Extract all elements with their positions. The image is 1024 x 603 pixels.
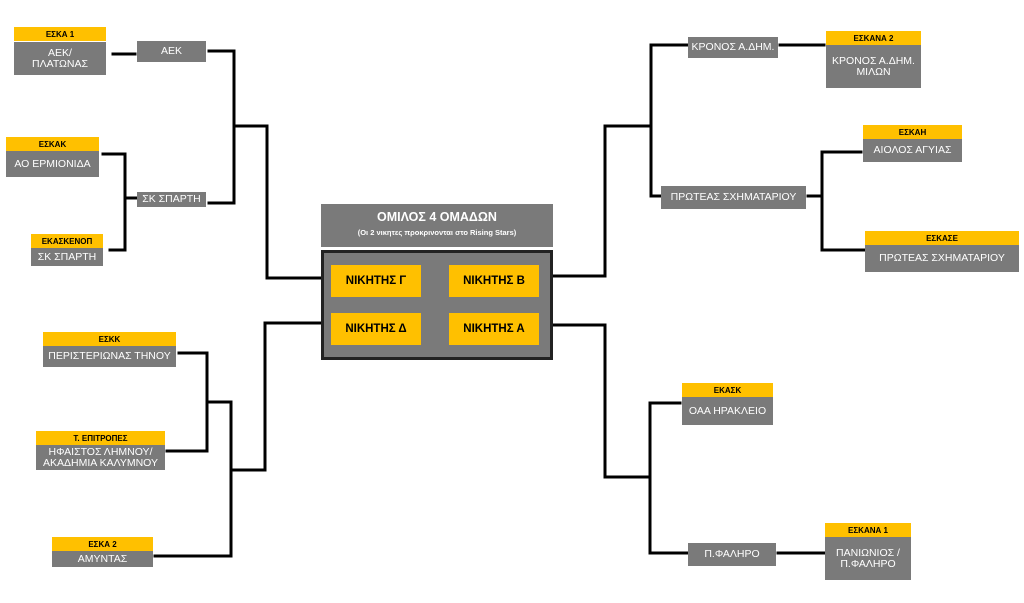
right-e2-team: ΑΙΟΛΟΣ ΑΓΥΙΑΣ [863,139,962,162]
line-l-r-join [207,49,236,205]
right-e1-region: ΕΣΚΑΝΑ 2 [826,31,921,45]
left-e5-team-line1: ΗΦΑΙΣΤΟΣ ΛΗΜΝΟΥ/ [48,445,153,458]
left-e4-region: ΕΣΚΚ [43,332,176,346]
winner-b: ΝΙΚΗΤΗΣ Β [449,265,539,297]
winner-a: ΝΙΚΗΤΗΣ Α [449,313,539,345]
line-r-to-center2 [551,323,652,479]
right-e2-region: ΕΣΚΑΗ [863,125,962,139]
left-e4-team: ΠΕΡΙΣΤΕΡΙΩΝΑΣ ΤΗΝΟΥ [43,346,176,367]
left-e1-team-line2: ΠΛΑΤΩΝΑΣ [32,57,88,70]
group-header: ΟΜΙΛΟΣ 4 ΟΜΑΔΩΝ (Οι 2 νικητες προκρινοντ… [321,204,553,247]
right-e1-team: ΚΡΟΝΟΣ Α.ΔΗΜ. ΜΙΛΩΝ [826,45,921,88]
left-e1-team-line1: ΑΕΚ/ [48,46,72,59]
right-e1-team-line2: ΜΙΛΩΝ [856,65,891,78]
left-e3-region: ΕΚΑΣΚΕΝΟΠ [31,234,103,248]
right-e3-team-line1: ΠΡΩΤΕΑΣ ΣΧΗΜΑΤΑΡΙΟΥ [879,252,1005,264]
line-r-to-center1 [551,124,653,278]
line-l-to-center2 [153,321,325,558]
left-e5-region: Τ. ΕΠΙΤΡΟΠΕΣ [36,431,165,445]
group-of-four: ΟΜΙΛΟΣ 4 ΟΜΑΔΩΝ (Οι 2 νικητες προκρινοντ… [321,204,553,360]
right-e5-team-line1: ΠΑΝΙΩΝΙΟΣ / [836,546,900,559]
left-e4-team-line1: ΠΕΡΙΣΤΕΡΙΩΝΑΣ ΤΗΝΟΥ [48,350,171,362]
right-e1-team-line1: ΚΡΟΝΟΣ Α.ΔΗΜ. [832,54,915,67]
group-body: ΝΙΚΗΤΗΣ Γ ΝΙΚΗΤΗΣ Β ΝΙΚΗΤΗΣ Δ ΝΙΚΗΤΗΣ Α [321,250,553,360]
line-l-e2 [101,152,127,252]
group-subtitle: (Οι 2 νικητες προκρινονται στο Rising St… [357,228,517,237]
left-e2-team: ΑΟ ΕΡΜΙΟΝΙΔΑ [6,151,99,177]
left-e5-team-line2: ΑΚΑΔΗΜΙΑ ΚΑΛΥΜΝΟΥ [42,456,159,469]
right-e3-region: ΕΣΚΑΣΕ [865,231,1019,245]
line-r-e2-e3 [820,150,866,252]
left-e1-region: ΕΣΚΑ 1 [14,27,106,41]
left-e1-team: ΑΕΚ/ ΠΛΑΤΩΝΑΣ [14,42,106,75]
right-e3-team: ΠΡΩΤΕΑΣ ΣΧΗΜΑΤΑΡΙΟΥ [865,245,1019,272]
left-e2-team-line1: ΑΟ ΕΡΜΙΟΝΙΔΑ [14,157,91,170]
right-e5-region: ΕΣΚΑΝΑ 1 [825,523,911,537]
left-round1-sparti: ΣΚ ΣΠΑΡΤΗ [137,192,206,207]
line-l-e4 [165,351,209,453]
winner-g: ΝΙΚΗΤΗΣ Γ [331,265,421,297]
right-e4-team-line1: ΟΑΑ ΗΡΑΚΛΕΙΟ [688,404,767,417]
line-l-to-center1 [232,124,325,280]
right-e5-team-line2: Π.ΦΑΛΗΡΟ [840,557,896,570]
right-e4-region: ΕΚΑΣΚ [682,383,773,397]
left-e6-region: ΕΣΚΑ 2 [52,537,153,551]
right-round1-kronos: ΚΡΟΝΟΣ Α.ΔΗΜ. [688,37,778,58]
group-title: ΟΜΙΛΟΣ 4 ΟΜΑΔΩΝ [377,210,497,224]
winner-d: ΝΙΚΗΤΗΣ Δ [331,313,421,345]
right-e2-team-line1: ΑΙΟΛΟΣ ΑΓΥΙΑΣ [873,144,952,156]
line-r-top-join [649,43,690,198]
left-round1-aek: ΑΕΚ [137,41,206,62]
right-e4-team: ΟΑΑ ΗΡΑΚΛΕΙΟ [682,397,773,425]
right-round1-proteas: ΠΡΩΤΕΑΣ ΣΧΗΜΑΤΑΡΙΟΥ [661,186,806,209]
right-e5-team: ΠΑΝΙΩΝΙΟΣ / Π.ΦΑΛΗΡΟ [825,537,911,580]
left-e6-team: ΑΜΥΝΤΑΣ [52,551,153,567]
left-e3-team-line1: ΣΚ ΣΠΑΡΤΗ [37,250,97,263]
left-e2-region: ΕΣΚΑΚ [6,137,99,151]
left-e5-team: ΗΦΑΙΣΤΟΣ ΛΗΜΝΟΥ/ ΑΚΑΔΗΜΙΑ ΚΑΛΥΜΝΟΥ [36,445,165,470]
left-e3-team: ΣΚ ΣΠΑΡΤΗ [31,248,103,266]
left-e6-team-line1: ΑΜΥΝΤΑΣ [77,552,128,565]
right-round1-faliro: Π.ΦΑΛΗΡΟ [688,543,776,566]
line-r-bottom-join [648,401,690,555]
